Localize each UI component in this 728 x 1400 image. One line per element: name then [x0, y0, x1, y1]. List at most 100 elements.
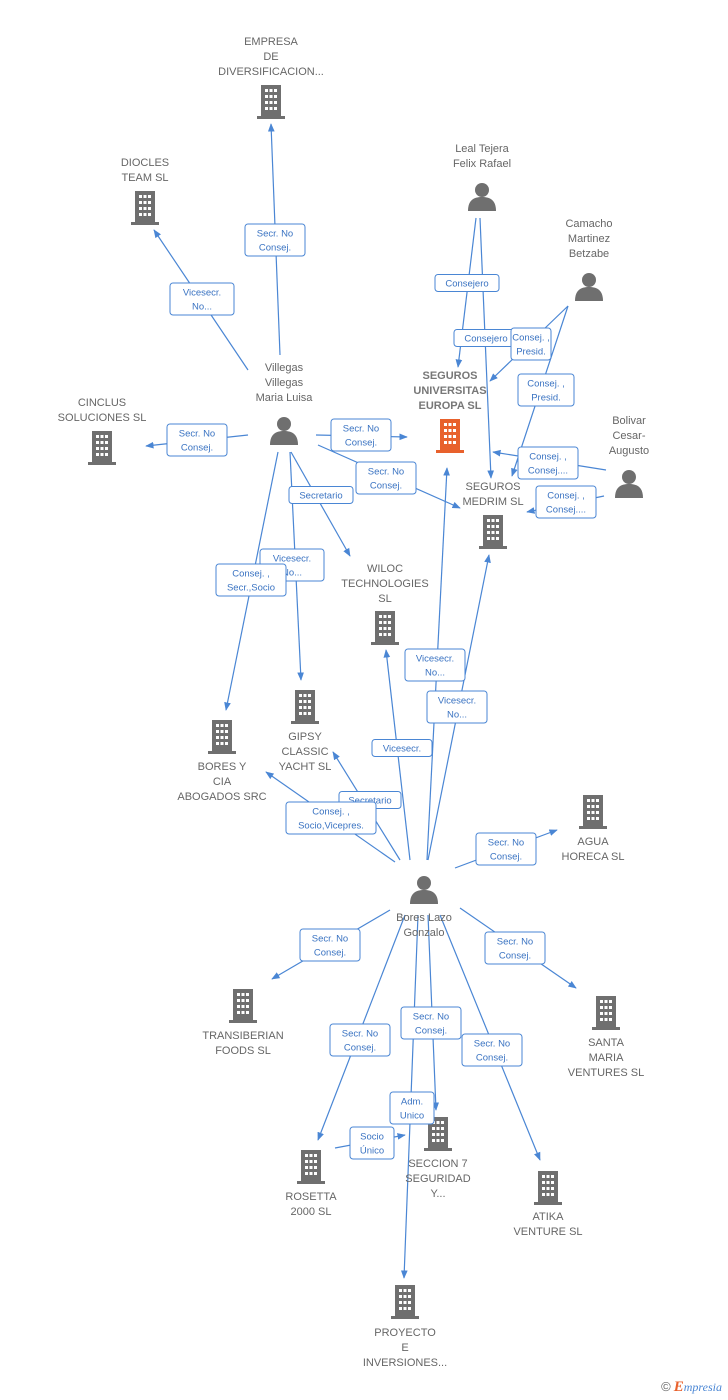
edge-label-villegas-to-diocles[interactable]: Vicesecr.No...	[169, 282, 235, 316]
node-label-line[interactable]: E	[401, 1342, 408, 1354]
node-label-line[interactable]: TECHNOLOGIES	[341, 578, 428, 590]
person-icon[interactable]	[410, 876, 438, 904]
building-icon[interactable]	[534, 1171, 562, 1205]
node-label-line[interactable]: Martinez	[568, 233, 610, 245]
building-icon[interactable]	[88, 431, 116, 465]
node-label-line[interactable]: Camacho	[565, 218, 612, 230]
node-label-line[interactable]: Bores Lazo	[396, 912, 452, 924]
node-label-line[interactable]: PROYECTO	[374, 1327, 436, 1339]
edge-label-bolivar-to-seguros_medrim[interactable]: Consej. ,Consej....	[535, 485, 597, 519]
node-label-line[interactable]: Y...	[430, 1188, 445, 1200]
node-label-line[interactable]: SL	[378, 593, 391, 605]
node-label-line[interactable]: DE	[263, 51, 278, 63]
building-icon[interactable]	[579, 795, 607, 829]
person-icon[interactable]	[270, 417, 298, 445]
edge-label-leal-to-seguros_medrim[interactable]: Consejero	[453, 329, 519, 347]
building-icon[interactable]	[291, 690, 319, 724]
node-label-line[interactable]: SANTA	[588, 1037, 625, 1049]
node-label-line[interactable]: CLASSIC	[281, 746, 328, 758]
node-label-line[interactable]: HORECA SL	[562, 851, 625, 863]
node-label-line[interactable]: Felix Rafael	[453, 158, 511, 170]
node-wiloc[interactable]: WILOC TECHNOLOGIES SL	[341, 563, 429, 645]
node-agua[interactable]: AGUA HORECA SL	[562, 795, 625, 863]
node-transiberian[interactable]: TRANSIBERIAN FOODS SL	[202, 989, 284, 1057]
edge-label-villegas-to-bores_cia[interactable]: Consej. ,Secr.,Socio	[215, 563, 287, 597]
edge-label-bolivar-to-seguros_medrim[interactable]: Consej. ,Consej....	[517, 446, 579, 480]
node-label-line[interactable]: SEGURIDAD	[405, 1173, 470, 1185]
node-empresa_div[interactable]: EMPRESA DE DIVERSIFICACION...	[218, 36, 324, 119]
node-label-line[interactable]: Betzabe	[569, 248, 609, 260]
node-label-line[interactable]: UNIVERSITAS	[413, 385, 486, 397]
node-label-line[interactable]: Gonzalo	[404, 927, 445, 939]
building-icon[interactable]	[297, 1150, 325, 1184]
node-seguros_univ[interactable]: SEGUROS UNIVERSITAS EUROPA SL	[413, 370, 487, 453]
node-bores_cia[interactable]: BORES Y CIA ABOGADOS SRC	[177, 720, 267, 803]
node-label-line[interactable]: EUROPA SL	[419, 400, 482, 412]
node-label-line[interactable]: DIOCLES	[121, 157, 169, 169]
node-cinclus[interactable]: CINCLUS SOLUCIONES SL	[58, 397, 147, 465]
person-icon[interactable]	[615, 470, 643, 498]
node-label-line[interactable]: FOODS SL	[215, 1045, 271, 1057]
node-label-line[interactable]: CINCLUS	[78, 397, 126, 409]
node-seguros_medrim[interactable]: SEGUROS MEDRIM SL	[462, 481, 524, 549]
building-icon[interactable]	[208, 720, 236, 754]
node-label-line[interactable]: EMPRESA	[244, 36, 298, 48]
node-label-line[interactable]: Cesar-	[612, 430, 645, 442]
node-label-line[interactable]: ROSETTA	[285, 1191, 337, 1203]
node-label-line[interactable]: Augusto	[609, 445, 649, 457]
node-label-line[interactable]: Villegas	[265, 362, 304, 374]
node-label-line[interactable]: Leal Tejera	[455, 143, 509, 155]
node-proyecto[interactable]: PROYECTO E INVERSIONES...	[363, 1285, 447, 1369]
node-diocles[interactable]: DIOCLES TEAM SL	[121, 157, 169, 225]
empresia-logo[interactable]: ©Empresia	[661, 1379, 722, 1396]
building-icon[interactable]	[391, 1285, 419, 1319]
node-label-line[interactable]: SOLUCIONES SL	[58, 412, 147, 424]
node-label-line[interactable]: TRANSIBERIAN	[202, 1030, 283, 1042]
node-label-line[interactable]: INVERSIONES...	[363, 1357, 447, 1369]
edge-label-camacho-to-seguros_univ[interactable]: Consej. ,Presid.	[510, 327, 552, 361]
node-label-line[interactable]: Maria Luisa	[256, 392, 314, 404]
node-label-line[interactable]: CIA	[213, 776, 232, 788]
building-icon[interactable]	[371, 611, 399, 645]
node-label-line[interactable]: BORES Y	[198, 761, 247, 773]
node-label-line[interactable]: YACHT SL	[279, 761, 332, 773]
edge-label-bores_lazo-to-wiloc[interactable]: Vicesecr.	[371, 739, 433, 757]
node-label-line[interactable]: VENTURE SL	[513, 1226, 582, 1238]
node-label-line[interactable]: MEDRIM SL	[462, 496, 523, 508]
building-icon[interactable]	[479, 515, 507, 549]
node-label-line[interactable]: AGUA	[577, 836, 609, 848]
edge-label-bores_lazo-to-seguros_medrim[interactable]: Vicesecr.No...	[426, 690, 488, 724]
building-icon[interactable]	[131, 191, 159, 225]
node-label-line[interactable]: SEGUROS	[422, 370, 477, 382]
node-label-line[interactable]: SEGUROS	[465, 481, 520, 493]
node-label-line[interactable]: Villegas	[265, 377, 304, 389]
node-label-line[interactable]: DIVERSIFICACION...	[218, 66, 324, 78]
person-icon[interactable]	[575, 273, 603, 301]
node-label-line[interactable]: WILOC	[367, 563, 403, 575]
building-icon[interactable]	[436, 419, 464, 453]
building-icon[interactable]	[257, 85, 285, 119]
node-label-line[interactable]: ABOGADOS SRC	[177, 791, 266, 803]
node-seccion7[interactable]: SECCION 7SEGURIDADY...	[405, 1117, 471, 1200]
building-icon[interactable]	[592, 996, 620, 1030]
node-label-line[interactable]: TEAM SL	[121, 172, 168, 184]
building-icon[interactable]	[229, 989, 257, 1023]
edge-label-leal-to-seguros_univ[interactable]: Consejero	[434, 274, 500, 292]
edge-label-villegas-to-wiloc[interactable]: Secretario	[288, 486, 354, 504]
